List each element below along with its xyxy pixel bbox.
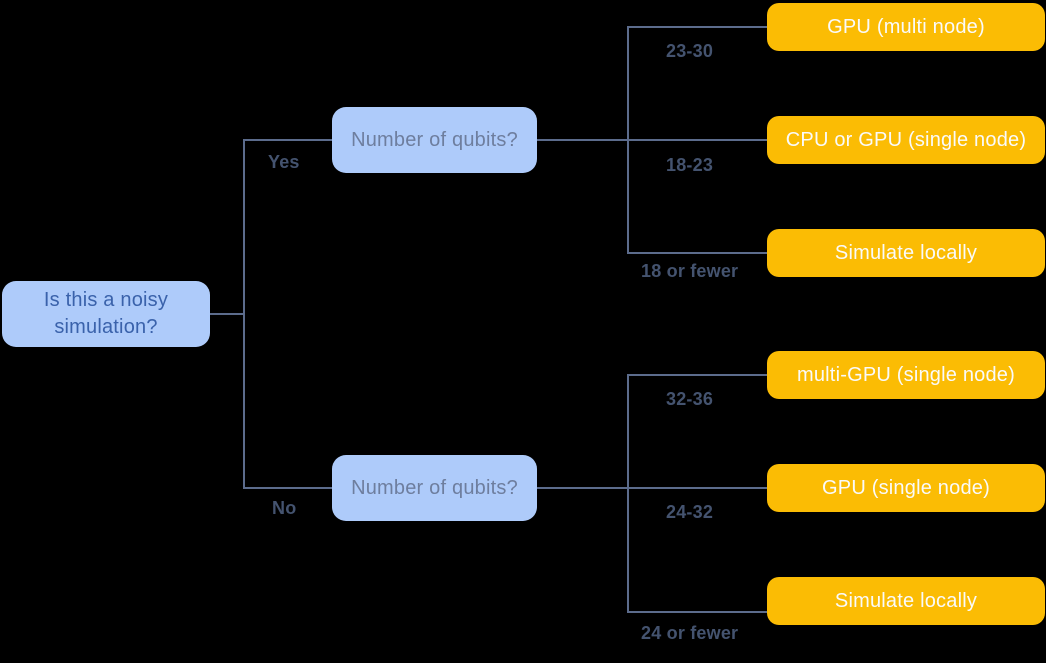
result-node-simulate-locally-top: Simulate locally [767, 229, 1045, 277]
connector-bottom-vertical [627, 374, 629, 613]
connector-root-stub [210, 313, 244, 315]
connector-bottom-middle [537, 487, 767, 489]
root-question-node: Is this a noisy simulation? [2, 281, 210, 347]
result-node-cpu-or-gpu-single-node: CPU or GPU (single node) [767, 116, 1045, 164]
result-node-simulate-locally-bottom: Simulate locally [767, 577, 1045, 625]
edge-label-23-30: 23-30 [666, 41, 714, 61]
connector-main-trunk [243, 139, 245, 489]
edge-label-24-32: 24-32 [666, 502, 714, 522]
connector-top-vertical [627, 26, 629, 254]
edge-label-no: No [272, 498, 297, 518]
connector-bottom-upper-branch [627, 374, 767, 376]
question-node-qubits-yes: Number of qubits? [332, 107, 537, 173]
edge-label-32-36: 32-36 [666, 389, 714, 409]
edge-label-yes: Yes [268, 152, 300, 172]
edge-label-24-or-fewer: 24 or fewer [641, 623, 739, 643]
question-node-qubits-no: Number of qubits? [332, 455, 537, 521]
edge-label-18-23: 18-23 [666, 155, 714, 175]
result-node-gpu-single-node: GPU (single node) [767, 464, 1045, 512]
connector-top-upper-branch [627, 26, 767, 28]
result-node-gpu-multi-node: GPU (multi node) [767, 3, 1045, 51]
connector-top-lower-branch [627, 252, 767, 254]
result-node-multi-gpu-single-node: multi-GPU (single node) [767, 351, 1045, 399]
connector-bottom-lower-branch [627, 611, 767, 613]
connector-top-middle [537, 139, 767, 141]
connector-no-branch [243, 487, 333, 489]
edge-label-18-or-fewer: 18 or fewer [641, 261, 739, 281]
connector-yes-branch [243, 139, 333, 141]
